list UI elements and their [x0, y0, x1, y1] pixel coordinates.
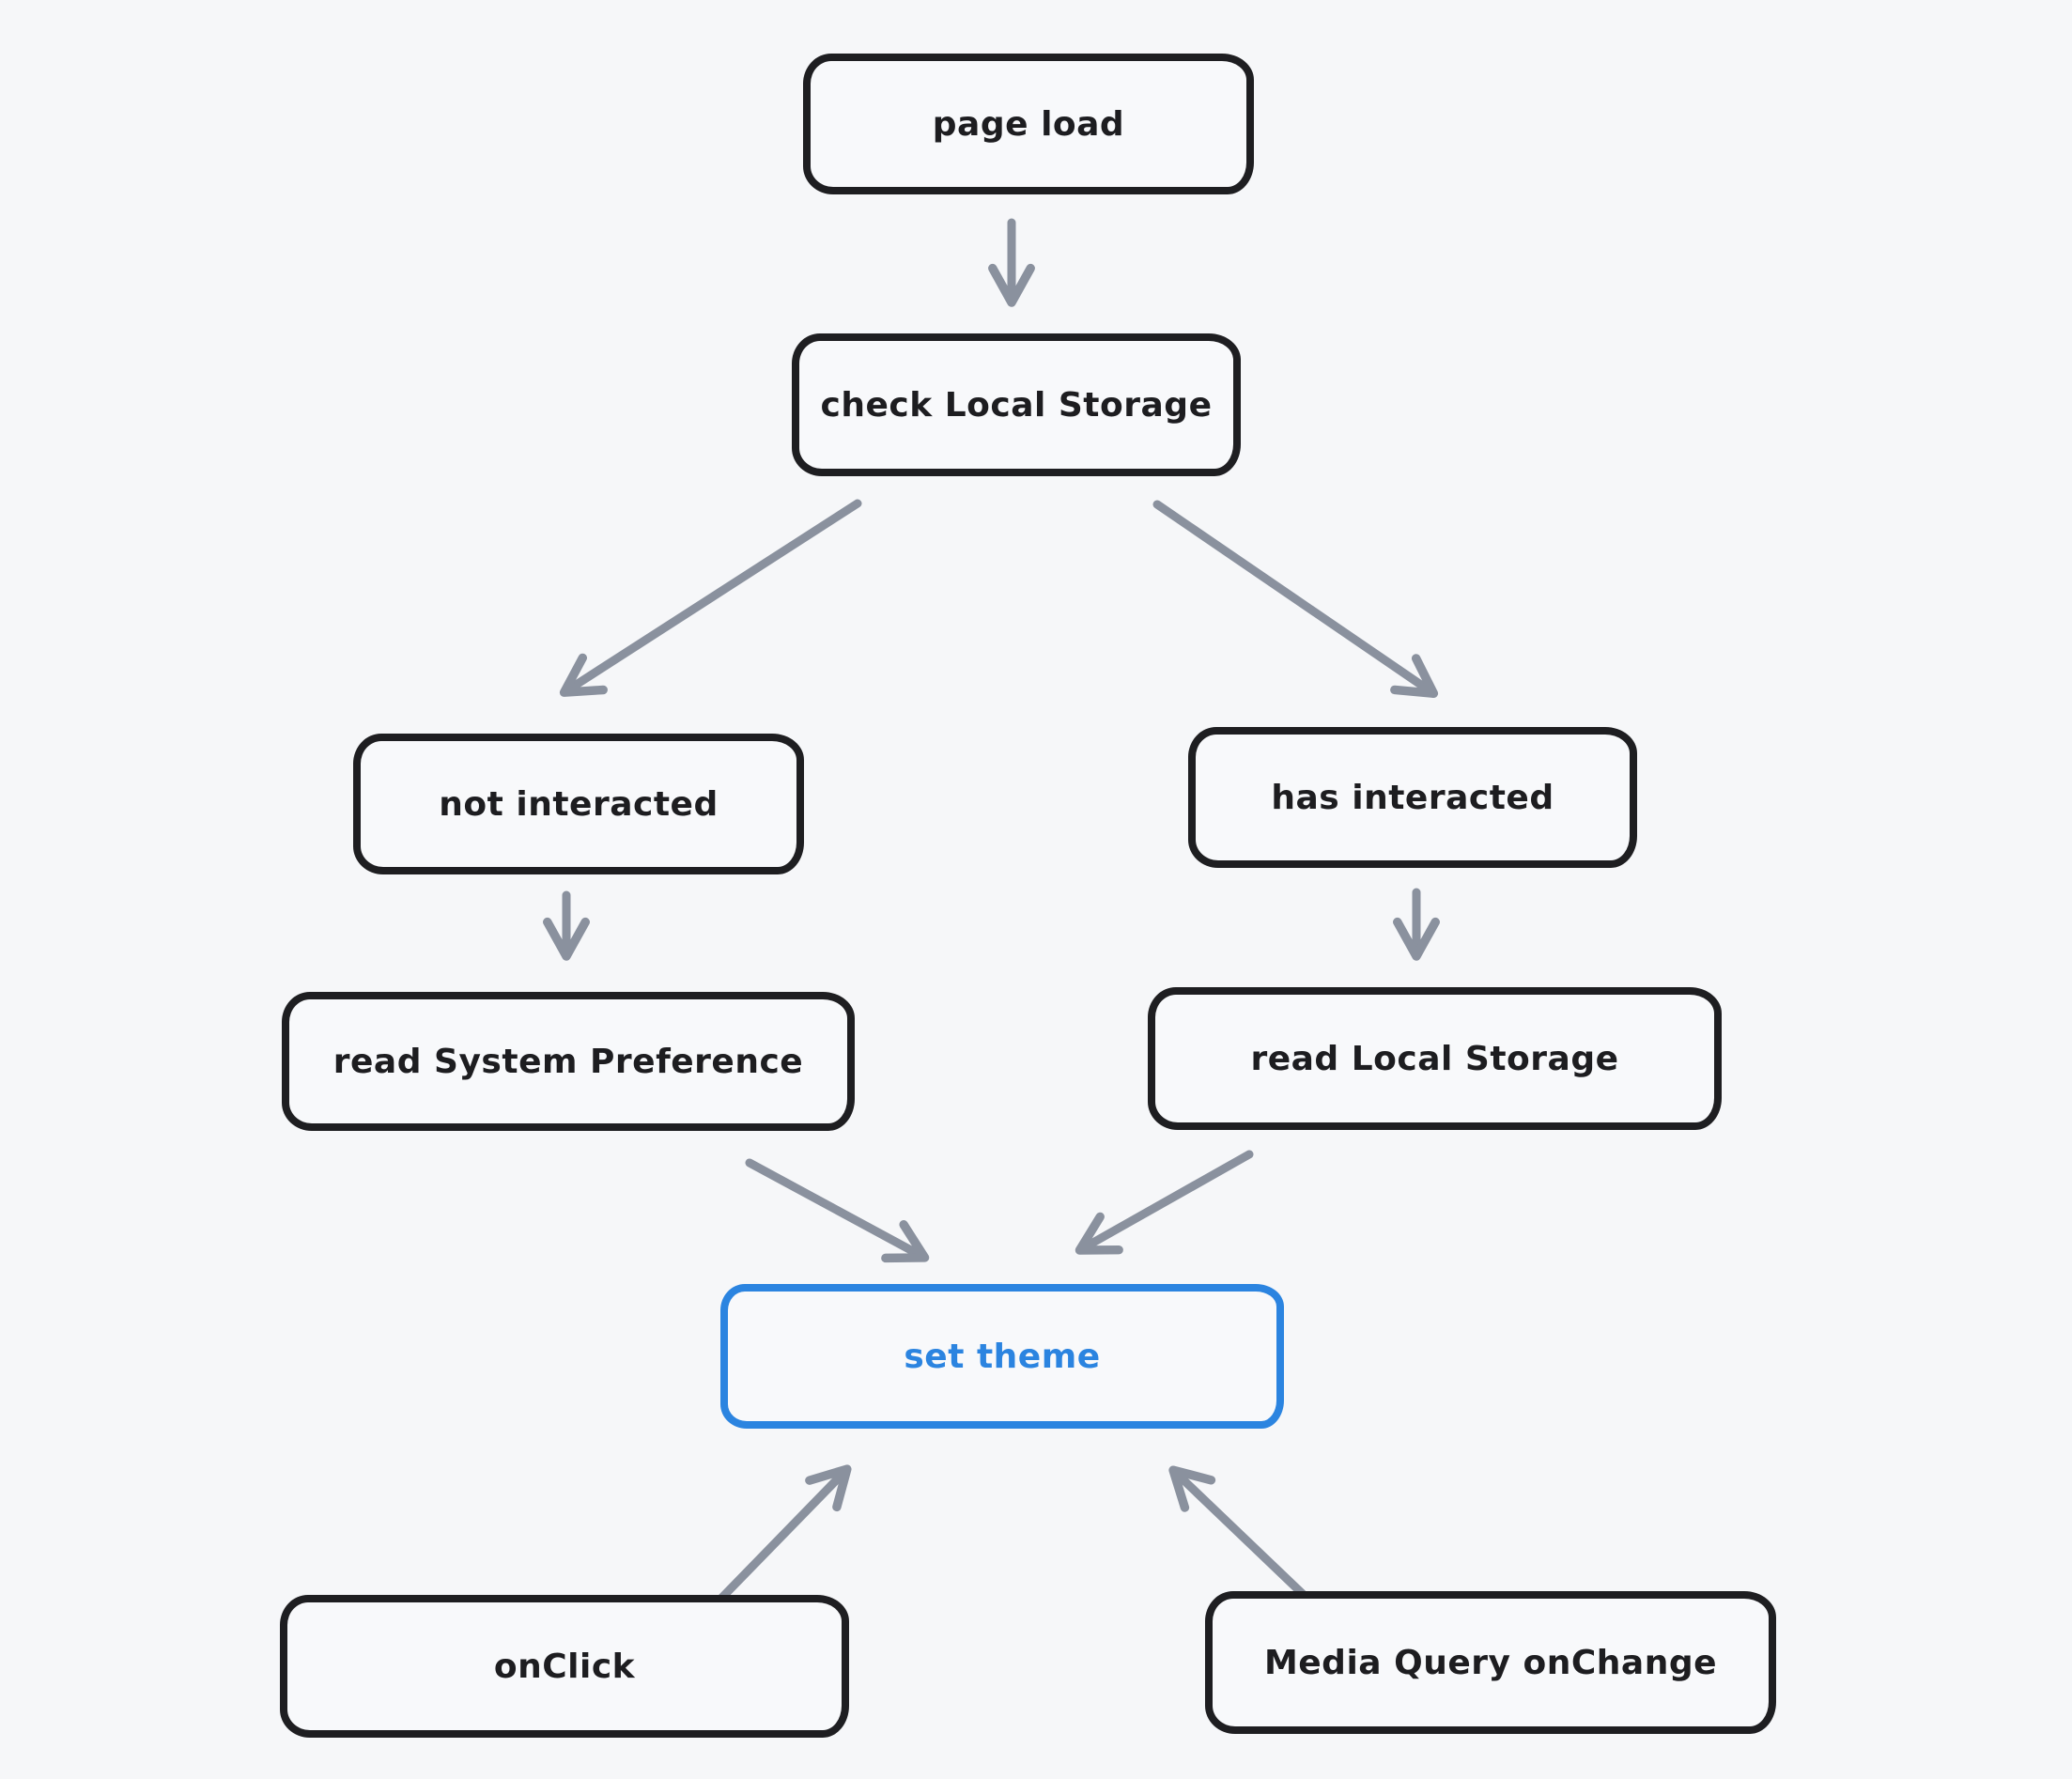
node-not-interacted-label: not interacted	[439, 784, 719, 824]
node-read-system-preference-label: read System Preference	[332, 1042, 804, 1081]
node-has-interacted[interactable]: has interacted	[1188, 727, 1637, 868]
node-set-theme[interactable]: set theme	[720, 1284, 1284, 1429]
arrow-checklocalstorage-to-notinteracted	[559, 499, 862, 697]
node-read-local-storage[interactable]: read Local Storage	[1148, 987, 1722, 1130]
node-media-query-onchange[interactable]: Media Query onChange	[1205, 1591, 1776, 1734]
node-page-load-label: page load	[932, 104, 1125, 144]
node-has-interacted-label: has interacted	[1271, 778, 1554, 817]
node-not-interacted[interactable]: not interacted	[353, 734, 804, 874]
node-onclick-label: onClick	[493, 1647, 636, 1686]
node-check-local-storage[interactable]: check Local Storage	[792, 333, 1241, 476]
node-page-load[interactable]: page load	[803, 54, 1254, 194]
node-set-theme-label: set theme	[904, 1337, 1101, 1376]
arrow-readsystempreference-to-settheme	[745, 1158, 930, 1263]
arrow-onclick-to-settheme	[702, 1464, 852, 1618]
arrow-checklocalstorage-to-hasinteracted	[1152, 500, 1439, 699]
node-check-local-storage-label: check Local Storage	[820, 385, 1213, 425]
node-read-local-storage-label: read Local Storage	[1250, 1039, 1619, 1078]
node-onclick[interactable]: onClick	[280, 1595, 849, 1738]
node-read-system-preference[interactable]: read System Preference	[282, 992, 855, 1131]
node-media-query-onchange-label: Media Query onChange	[1263, 1643, 1718, 1682]
arrow-readlocalstorage-to-settheme	[1075, 1150, 1254, 1255]
